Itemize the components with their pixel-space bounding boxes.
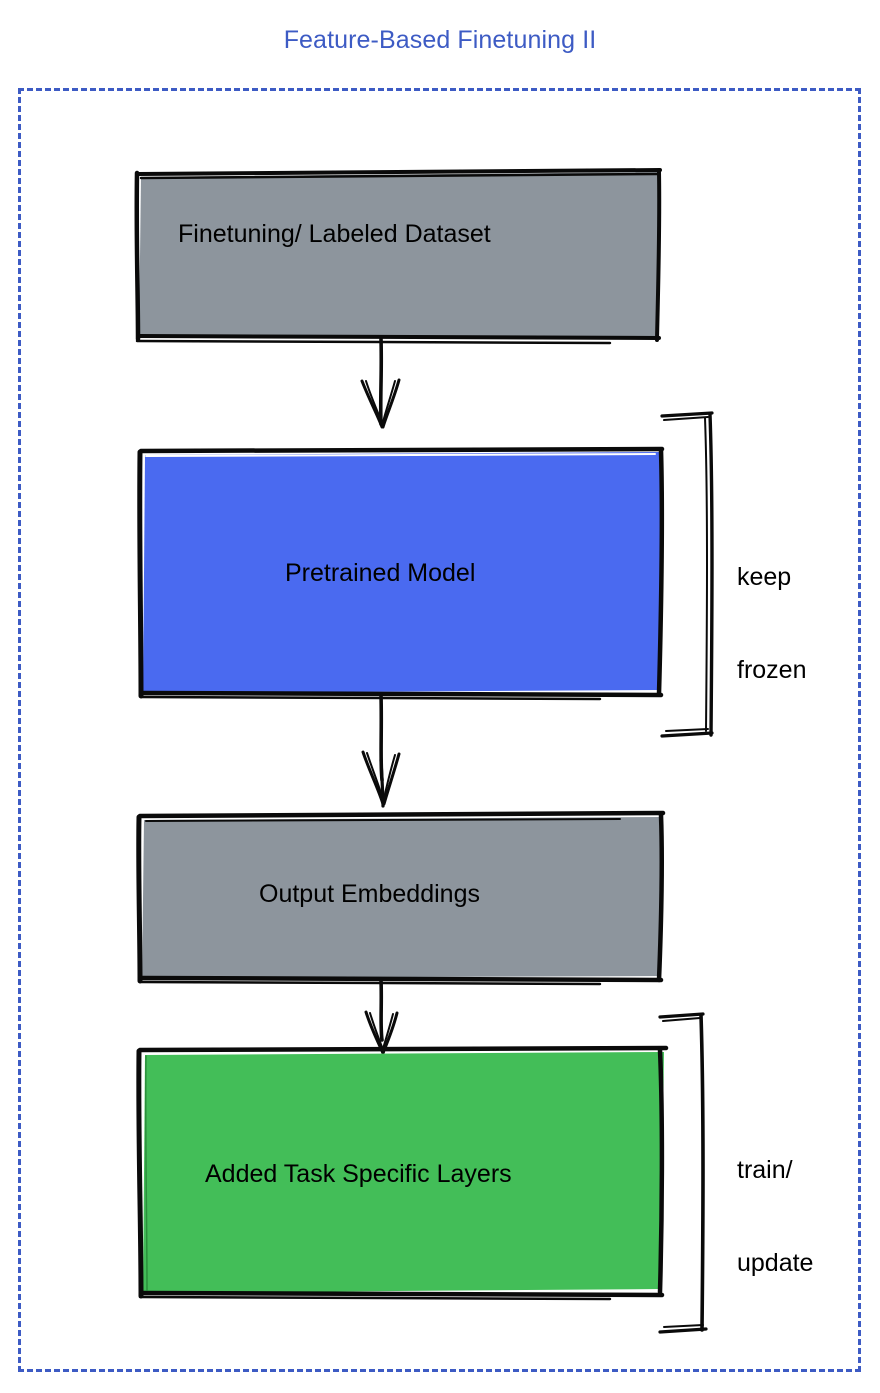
annotation-keep-frozen: keep frozen [737,500,806,748]
annotation-keep-frozen-line1: keep [737,563,792,591]
annotation-train-update-line1: train/ [737,1156,793,1184]
annotation-keep-frozen-line2: frozen [737,656,807,684]
page-title: Feature-Based Finetuning II [283,26,597,54]
annotation-train-update-line2: update [737,1249,814,1277]
diagram-outer-frame [18,88,861,1372]
annotation-train-update: train/ update [737,1093,813,1341]
